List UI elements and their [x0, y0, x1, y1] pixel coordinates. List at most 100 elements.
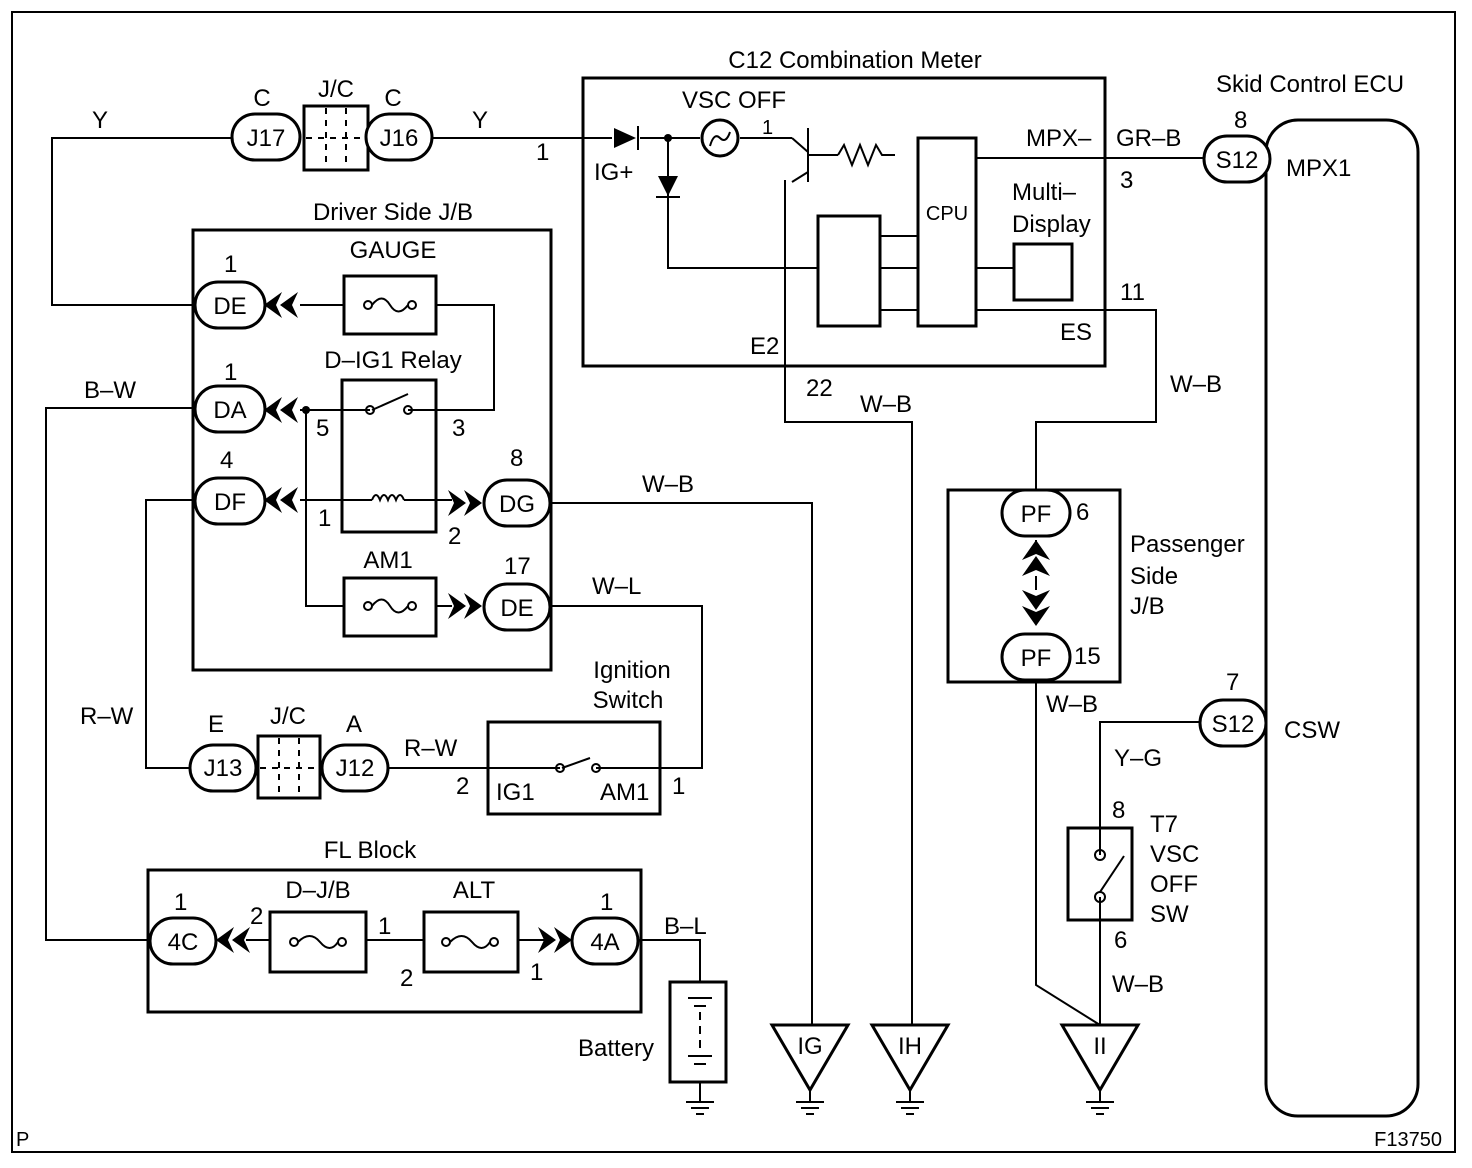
pin-relay-3: 3 — [452, 415, 465, 442]
page-frame — [11, 11, 1456, 1153]
multi-display-label-2: Display — [1012, 211, 1091, 238]
am1-fuse — [342, 576, 438, 638]
d-ig1-relay-label: D–IG1 Relay — [324, 347, 461, 374]
gauge-fuse — [342, 274, 438, 336]
pin-ig1-2: 2 — [456, 773, 469, 800]
ground-battery — [686, 1101, 714, 1115]
vsc-sw-title-1: T7 — [1150, 811, 1178, 838]
pin-de-17: 17 — [504, 553, 531, 580]
wires — [45, 128, 1206, 1102]
alt-fuse — [422, 910, 520, 974]
connector-s12-bottom: S12 — [1212, 711, 1255, 738]
jc-letter-c-left: C — [253, 85, 270, 112]
connector-4c: 4C — [168, 929, 199, 956]
mpx-label: MPX– — [1026, 125, 1092, 152]
component-details — [260, 108, 1125, 1065]
multi-display-box — [1012, 242, 1074, 302]
d-jb-fuse-label: D–J/B — [285, 877, 350, 904]
pin-csw-7: 7 — [1226, 669, 1239, 696]
connector-dg: DG — [499, 491, 535, 518]
ground-ig-label: IG — [797, 1033, 822, 1060]
battery-label: Battery — [578, 1035, 654, 1062]
wire-w-b-e2: W–B — [860, 391, 912, 418]
page-corner-mark: P — [16, 1129, 29, 1151]
es-label: ES — [1060, 319, 1092, 346]
wire-gr-b: GR–B — [1116, 125, 1181, 152]
d-jb-fuse — [268, 910, 368, 974]
connector-j16: J16 — [380, 125, 419, 152]
ground-ig — [769, 1023, 851, 1115]
connector-pf-bottom: PF — [1021, 645, 1052, 672]
pin-am1-1: 1 — [672, 773, 685, 800]
skid-control-ecu-title: Skid Control ECU — [1216, 71, 1404, 98]
pin-dg-8: 8 — [510, 445, 523, 472]
passenger-jb-title-2: Side — [1130, 563, 1178, 590]
connector-j17: J17 — [247, 125, 286, 152]
vsc-sw-title-3: OFF — [1150, 871, 1198, 898]
wire-b-w: B–W — [84, 377, 136, 404]
d-ig1-relay-box — [340, 378, 438, 534]
ground-ih — [869, 1023, 951, 1115]
jc-letter-e: E — [208, 711, 224, 738]
pin-da-1: 1 — [224, 359, 237, 386]
wire-b-l: B–L — [664, 913, 707, 940]
pin-djb-1: 1 — [378, 913, 391, 940]
ignition-switch-title-1: Ignition — [593, 657, 670, 684]
wire-y-g: Y–G — [1114, 745, 1162, 772]
wire-w-l: W–L — [592, 573, 641, 600]
ig1-terminal-label: IG1 — [496, 779, 535, 806]
labels: C12 Combination Meter Skid Control ECU D… — [16, 47, 1442, 1151]
connector-j12: J12 — [336, 755, 375, 782]
pin-coil-1: 1 — [318, 505, 331, 532]
jc-bottom-block — [256, 734, 322, 800]
vsc-off-label: VSC OFF — [682, 87, 786, 114]
jc-top-label: J/C — [318, 76, 354, 103]
fl-block-box — [146, 868, 643, 1014]
pin-coil-2: 2 — [448, 523, 461, 550]
wire-r-w-left: R–W — [80, 703, 134, 730]
cpu-label: CPU — [926, 203, 968, 225]
combination-meter-box — [581, 76, 1107, 368]
figure-id: F13750 — [1374, 1129, 1442, 1151]
wire-w-b-dg: W–B — [642, 471, 694, 498]
connector-j13: J13 — [204, 755, 243, 782]
jc-letter-a: A — [346, 711, 362, 738]
cpu-box — [916, 136, 978, 328]
vsc-sw-title-2: VSC — [1150, 841, 1199, 868]
meter-logic-box — [816, 214, 882, 328]
wire-w-b-es: W–B — [1170, 371, 1222, 398]
pin-de-1: 1 — [224, 251, 237, 278]
connector-pf-top: PF — [1021, 501, 1052, 528]
ground-ih-label: IH — [898, 1033, 922, 1060]
vsc-off-lamp-icon — [700, 118, 740, 158]
multi-display-label-1: Multi– — [1012, 179, 1077, 206]
battery-box — [668, 980, 728, 1084]
mpx1-label: MPX1 — [1286, 155, 1351, 182]
pin-vsc-1: 1 — [762, 117, 773, 139]
pin-pf-6: 6 — [1076, 499, 1089, 526]
connector-de-bottom: DE — [500, 595, 533, 622]
wire-y-right: Y — [472, 107, 488, 134]
ig-plus-label: IG+ — [594, 159, 633, 186]
pin-alt-2: 2 — [400, 965, 413, 992]
wire-r-w-switch: R–W — [404, 735, 458, 762]
csw-label: CSW — [1284, 717, 1340, 744]
component-boxes — [146, 76, 1420, 1118]
am1-fuse-label: AM1 — [363, 547, 412, 574]
wire-w-b-pf: W–B — [1046, 691, 1098, 718]
meter-diode-icon — [658, 176, 678, 196]
jc-letter-c-right: C — [384, 85, 401, 112]
gauge-fuse-label: GAUGE — [350, 237, 437, 264]
connector-arrows — [216, 292, 1050, 953]
wire-y-left: Y — [92, 107, 108, 134]
e2-label: E2 — [750, 333, 779, 360]
combination-meter-title: C12 Combination Meter — [728, 47, 981, 74]
vsc-off-switch-box — [1066, 826, 1134, 922]
grounds — [686, 1023, 1141, 1115]
pin-pf-15: 15 — [1074, 643, 1101, 670]
pin-meter-1: 1 — [536, 139, 549, 166]
connector-s12-top: S12 — [1216, 147, 1259, 174]
passenger-jb-title-1: Passenger — [1130, 531, 1245, 558]
jc-bottom-label: J/C — [270, 703, 306, 730]
pin-djb-2: 2 — [250, 903, 263, 930]
